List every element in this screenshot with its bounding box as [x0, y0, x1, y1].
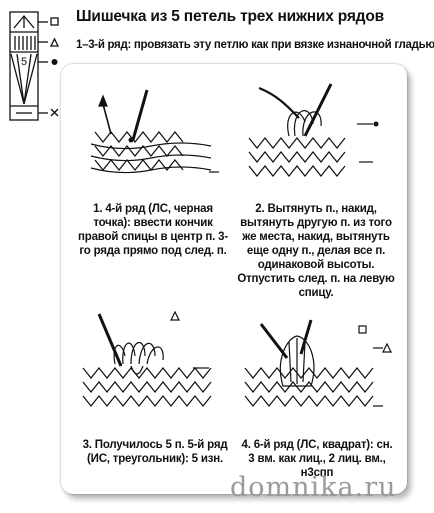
legend-row-number: 5	[21, 56, 27, 68]
step-1-caption: 1. 4-й ряд (ЛС, черная точка): ввести ко…	[78, 203, 228, 257]
knitting-illustration-step-2	[248, 83, 379, 177]
instruction-card: 1. 4-й ряд (ЛС, черная точка): ввести ко…	[61, 64, 407, 494]
step-3-caption: 3. Получилось 5 п. 5-й ряд (ИС, треуголь…	[82, 439, 228, 465]
page-subtitle: 1–3-й ряд: провязать эту петлю как при в…	[76, 39, 434, 51]
knitting-illustration-step-4	[244, 319, 392, 407]
step-4-caption: 4. 6-й ряд (ЛС, квадрат): сн. 3 вм. как …	[241, 439, 393, 479]
knitting-illustration-step-1	[90, 89, 219, 174]
knitting-illustration-step-3	[82, 310, 212, 407]
step-2-caption: 2. Вытянуть п., накид, вытянуть другую п…	[237, 203, 395, 299]
page-title: Шишечка из 5 петель трех нижних рядов	[76, 8, 384, 25]
site-watermark: domnika.ru	[230, 472, 397, 503]
stitch-chart-legend: 5	[9, 11, 60, 121]
